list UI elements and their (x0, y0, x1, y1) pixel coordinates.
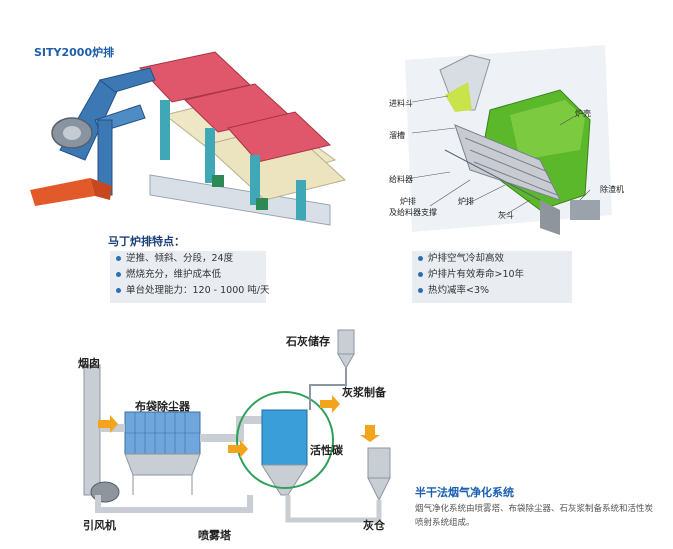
features-left-box: 逆推、倾斜、分段，24度 燃烧充分，维护成本低 单台处理能力：120 - 100… (110, 251, 270, 303)
system-title: 半干法烟气净化系统 (415, 486, 514, 499)
sity2000-grate-illustration (30, 51, 347, 226)
feature-item: 炉排空气冷却高效 (412, 251, 572, 267)
activated-carbon-label: 活性碳 (310, 444, 343, 457)
grate-cross-section (405, 45, 612, 235)
grate-support-label-2: 及给料器支撑 (389, 208, 437, 217)
chimney-label: 烟囱 (78, 357, 100, 370)
features-right-box: 炉排空气冷却高效 炉排片有效寿命>10年 热灼减率<3% (412, 251, 572, 303)
ash-silo-label: 灰仓 (363, 519, 385, 532)
lime-slurry-label: 灰浆制备 (342, 386, 386, 399)
chute-label: 溜槽 (389, 131, 405, 140)
feature-item: 逆推、倾斜、分段，24度 (110, 251, 266, 267)
spray-tower-label: 喷雾塔 (198, 529, 231, 542)
ash-hopper-label: 灰斗 (498, 211, 514, 220)
feature-item: 炉排片有效寿命>10年 (412, 267, 572, 283)
feature-item: 热灼减率<3% (412, 283, 572, 299)
feature-item: 燃烧充分，维护成本低 (110, 267, 266, 283)
furnace-shell-label: 炉壳 (575, 109, 591, 118)
induced-fan-label: 引风机 (83, 519, 116, 532)
grate-support-label-1: 炉排 (400, 197, 416, 206)
slag-remover-label: 除渣机 (600, 185, 624, 194)
grate-label: 炉排 (458, 197, 474, 206)
bag-filter-label: 布袋除尘器 (135, 400, 190, 413)
feature-item: 单台处理能力：120 - 1000 吨/天 (110, 283, 270, 299)
system-description: 烟气净化系统由喷雾塔、布袋除尘器、石灰浆制备系统和活性炭喷射系统组成。 (415, 504, 654, 528)
lime-storage-label: 石灰储存 (286, 335, 330, 348)
feed-hopper-label: 进料斗 (389, 99, 413, 108)
feeder-label: 给料器 (389, 175, 413, 184)
flue-gas-illustration (83, 329, 391, 523)
grate-title: SITY2000炉排 (34, 46, 115, 59)
features-title: 马丁炉排特点： (108, 235, 185, 248)
